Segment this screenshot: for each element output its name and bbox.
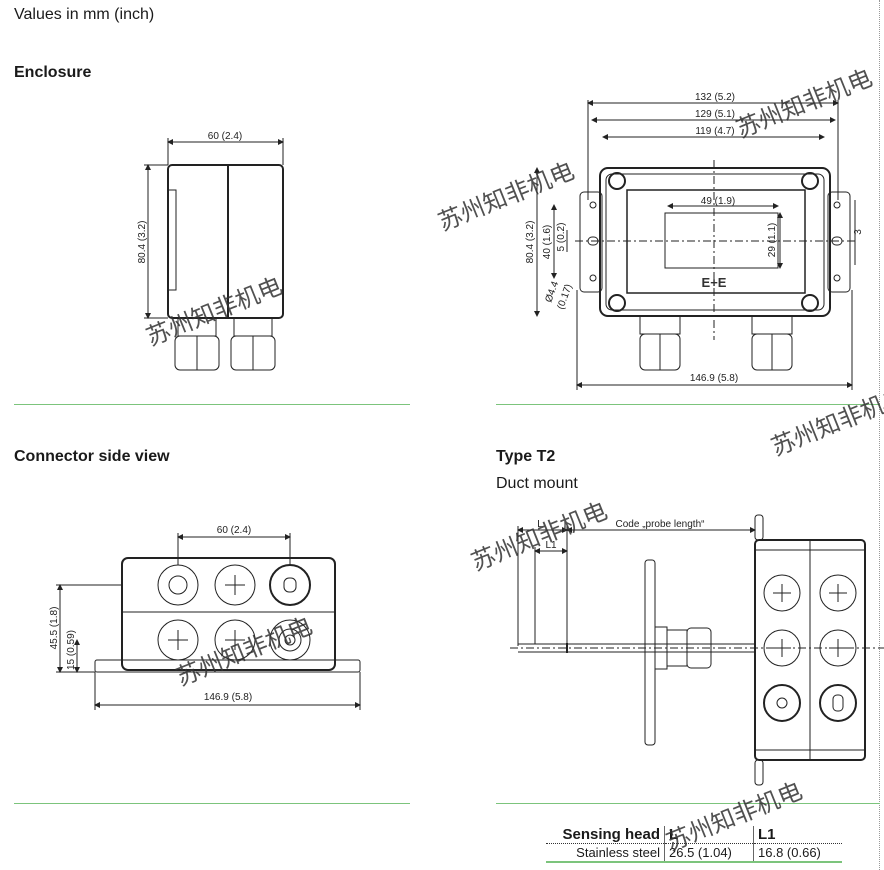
header-L1: L1 — [758, 826, 776, 843]
table-row: Stainless steel 26.5 (1.04) 16.8 (0.66) — [546, 843, 842, 862]
divider — [496, 803, 880, 804]
dim-40: 40 (1.6) — [542, 225, 553, 259]
dim-display-width: 49 (1.9) — [701, 196, 735, 207]
dim-80: 80.4 (3.2) — [525, 221, 536, 264]
dim-total: 146.9 (5.8) — [204, 692, 252, 703]
divider — [496, 404, 880, 405]
type-t2-title: Type T2 — [496, 448, 556, 465]
cell-material: Stainless steel — [546, 843, 665, 862]
dim-L: L — [537, 519, 543, 530]
divider — [14, 404, 410, 405]
dim-spacing: 60 (2.4) — [217, 525, 251, 536]
dim-5: 5 (0.2) — [556, 223, 567, 252]
dim-45: 45.5 (1.8) — [49, 607, 60, 650]
table-header-row: Sensing head L L1 — [546, 826, 842, 844]
cell-L: 26.5 (1.04) — [664, 843, 754, 862]
cell-L1: 16.8 (0.66) — [758, 845, 821, 860]
page-edge — [879, 0, 880, 870]
dim-119: 119 (4.7) — [695, 126, 734, 137]
enclosure-side-view: 60 (2.4) 80.4 (3.2) — [137, 131, 284, 371]
connector-title: Connector side view — [14, 448, 170, 465]
dim-total: 146.9 (5.8) — [690, 373, 738, 384]
type-t2-drawing: L Code „probe length“ L1 — [510, 514, 884, 786]
dim-width: 60 (2.4) — [208, 131, 242, 142]
dim-L1: L1 — [545, 540, 557, 551]
dim-height: 80.4 (3.2) — [137, 221, 148, 264]
sensing-head-table: Sensing head L L1 Stainless steel 26.5 (… — [546, 826, 842, 863]
dim-15: 15 (0.59) — [66, 630, 77, 670]
dim-129: 129 (5.1) — [695, 109, 735, 120]
enclosure-title: Enclosure — [14, 64, 92, 81]
connector-side-view: 60 (2.4) 146.9 (5.8) 45.5 (1.8) 15 (0.59… — [49, 525, 361, 710]
ee-logo: E+E — [702, 275, 727, 290]
dim-slot: 3 — [853, 229, 864, 235]
enclosure-front-view: 132 (5.2) 129 (5.1) 119 (4.7) 49 (1.9) 2… — [525, 92, 864, 390]
dim-132: 132 (5.2) — [695, 92, 735, 103]
units-note: Values in mm (inch) — [14, 6, 155, 23]
header-sensing-head: Sensing head — [546, 826, 665, 844]
header-L: L — [664, 826, 754, 844]
dim-probe-length: Code „probe length“ — [616, 519, 705, 530]
divider — [14, 803, 410, 804]
dim-display-height: 29 (1.1) — [767, 223, 778, 257]
type-t2-subtitle: Duct mount — [496, 475, 578, 492]
